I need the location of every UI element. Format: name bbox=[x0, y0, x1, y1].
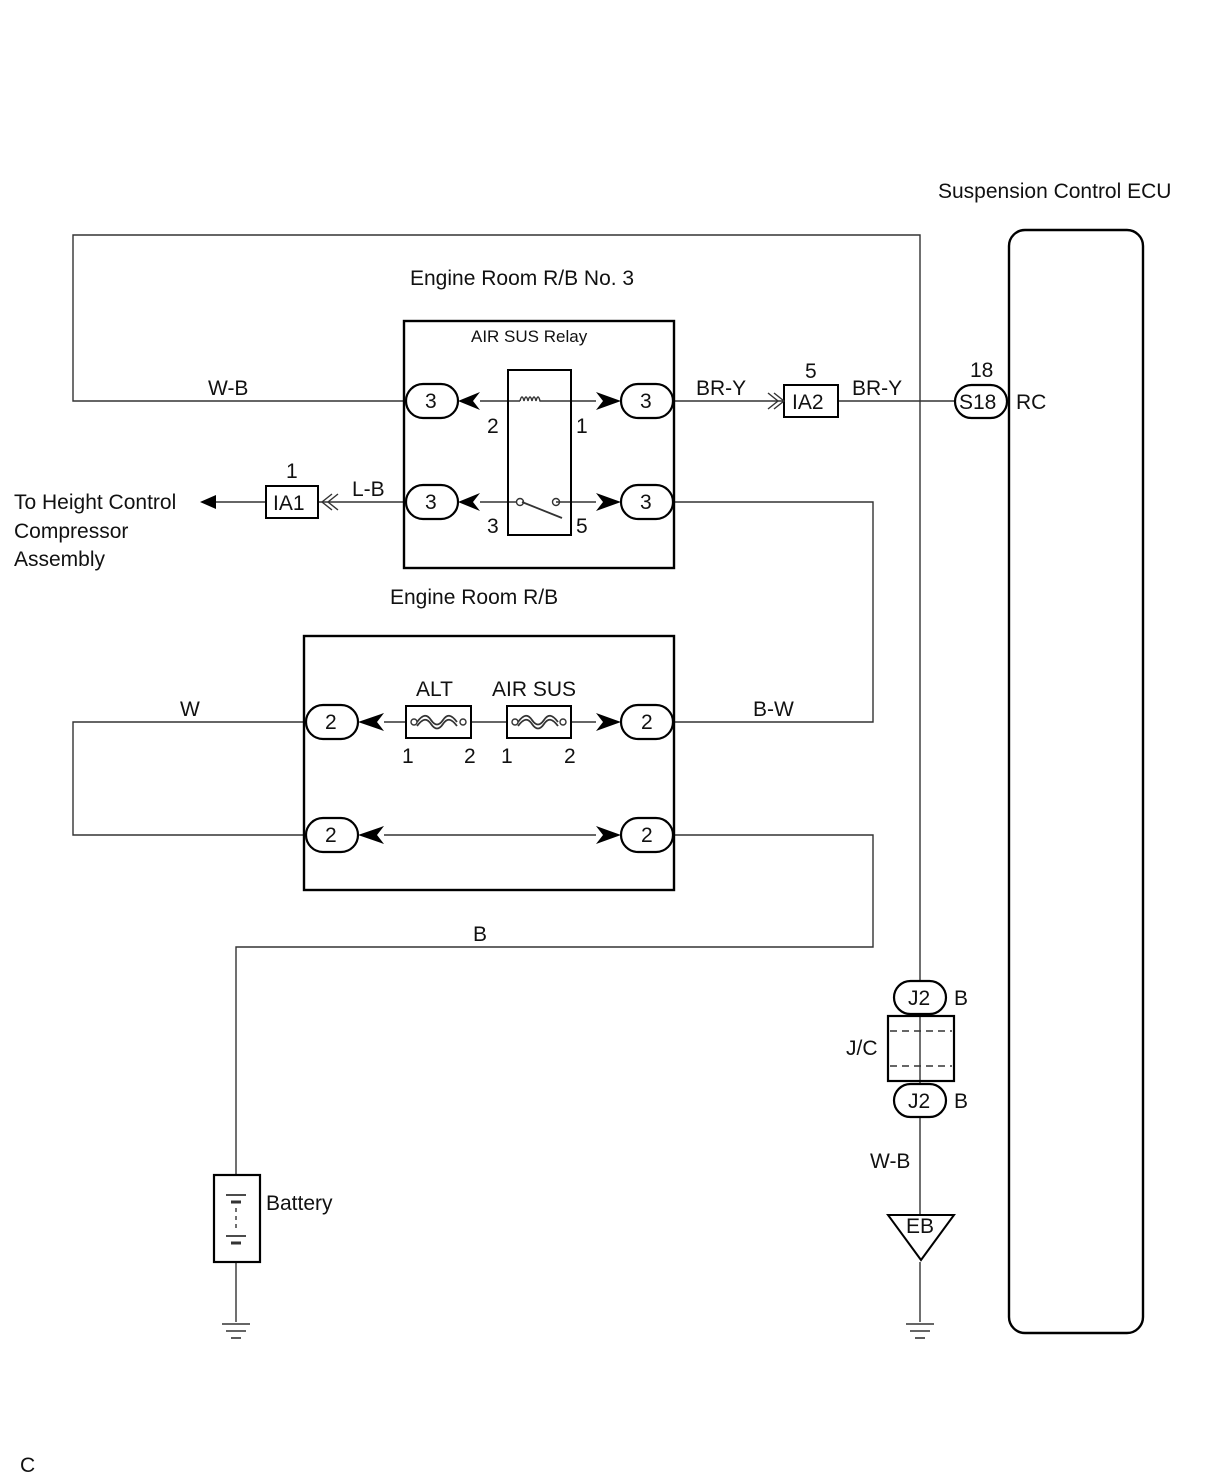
rb3-connectors: 3 3 3 3 bbox=[404, 382, 675, 521]
connector-ia1: IA1 1 bbox=[265, 460, 339, 519]
ia2-chevron-icon bbox=[767, 392, 786, 410]
wire-b bbox=[235, 834, 874, 1175]
engine-room-rb: Engine Room R/B ALT 1 2 AIR SUS 1 2 bbox=[302, 586, 676, 892]
svg-text:3: 3 bbox=[640, 491, 652, 514]
relay-body bbox=[507, 369, 572, 536]
height-label-2: Compressor bbox=[14, 520, 128, 543]
air-sus-fuse: AIR SUS 1 2 bbox=[492, 678, 576, 768]
wire-label-bw: B-W bbox=[753, 698, 794, 721]
ia2-pin: 5 bbox=[805, 360, 817, 383]
eb-label: EB bbox=[906, 1215, 934, 1238]
relay-pin-5: 5 bbox=[576, 515, 588, 538]
relay-pin-3: 3 bbox=[487, 515, 499, 538]
ecu-title: Suspension Control ECU bbox=[938, 180, 1171, 203]
wire-label-wb-top: W-B bbox=[208, 377, 248, 400]
svg-text:J2: J2 bbox=[908, 987, 930, 1010]
svg-text:2: 2 bbox=[641, 711, 653, 734]
ia2-label: IA2 bbox=[792, 391, 824, 414]
connector-s18: S18 18 RC bbox=[953, 359, 1046, 420]
alt-fuse: ALT 1 2 bbox=[402, 678, 476, 768]
wire-labels: W-B BR-Y BR-Y L-B W B-W B W-B bbox=[180, 377, 910, 1173]
height-label-3: Assembly bbox=[14, 548, 106, 571]
svg-text:2: 2 bbox=[325, 824, 337, 847]
ground-icon-eb bbox=[906, 1323, 934, 1339]
alt-fuse-label: ALT bbox=[416, 678, 453, 701]
ground-icon-battery bbox=[222, 1323, 250, 1339]
s18-pin: 18 bbox=[970, 359, 993, 382]
relay-pin-1: 1 bbox=[576, 415, 588, 438]
s18-label: S18 bbox=[959, 391, 996, 414]
svg-text:1: 1 bbox=[402, 745, 414, 768]
rb-box bbox=[302, 634, 676, 892]
svg-text:2: 2 bbox=[564, 745, 576, 768]
wire-label-bry-right: BR-Y bbox=[852, 377, 902, 400]
rb3-connector-upper-right: 3 bbox=[596, 382, 675, 420]
rb-connectors: 2 2 2 2 bbox=[304, 703, 675, 854]
rb-connector-lower-left: 2 bbox=[304, 816, 384, 854]
svg-text:2: 2 bbox=[641, 824, 653, 847]
svg-text:B: B bbox=[954, 1090, 968, 1113]
battery: Battery bbox=[212, 1173, 333, 1264]
rb3-connector-lower-right: 3 bbox=[596, 483, 675, 521]
relay-coil-icon bbox=[519, 396, 548, 402]
arrow-left-icon bbox=[200, 495, 216, 509]
rb3-title: Engine Room R/B No. 3 bbox=[410, 267, 634, 290]
wire-bw bbox=[674, 501, 874, 723]
svg-text:3: 3 bbox=[425, 390, 437, 413]
corner-mark: C bbox=[20, 1454, 35, 1477]
s18-terminal: RC bbox=[1016, 391, 1046, 414]
battery-body bbox=[212, 1173, 262, 1264]
jc-label: J/C bbox=[846, 1037, 878, 1060]
svg-text:1: 1 bbox=[501, 745, 513, 768]
rb-title: Engine Room R/B bbox=[390, 586, 558, 609]
wire-label-bry-left: BR-Y bbox=[696, 377, 746, 400]
relay-title: AIR SUS Relay bbox=[471, 327, 588, 346]
battery-label: Battery bbox=[266, 1192, 333, 1215]
wire-label-b: B bbox=[473, 923, 487, 946]
rb-connector-upper-right: 2 bbox=[596, 703, 675, 741]
ecu-body bbox=[1007, 228, 1145, 1335]
wire-label-wb-bottom: W-B bbox=[870, 1150, 910, 1173]
wire-wb-top bbox=[72, 234, 921, 985]
ia1-label: IA1 bbox=[273, 492, 305, 515]
rb-connector-lower-right: 2 bbox=[596, 816, 675, 854]
svg-text:B: B bbox=[954, 987, 968, 1010]
relay-pin-2: 2 bbox=[487, 415, 499, 438]
svg-text:2: 2 bbox=[325, 711, 337, 734]
engine-room-rb-no3: Engine Room R/B No. 3 AIR SUS Relay 2 1 … bbox=[402, 267, 676, 570]
wire-label-lb: L-B bbox=[352, 478, 385, 501]
relay-switch-blade bbox=[521, 501, 563, 519]
wire-w bbox=[72, 721, 304, 836]
rb3-connector-lower-left: 3 bbox=[404, 483, 480, 521]
connector-ia2: IA2 5 bbox=[767, 360, 839, 418]
suspension-control-ecu: Suspension Control ECU bbox=[938, 180, 1171, 1335]
jc-body bbox=[886, 1014, 956, 1083]
ia1-pin: 1 bbox=[286, 460, 298, 483]
rb-connector-upper-left: 2 bbox=[304, 703, 384, 741]
ia1-chevron-icon bbox=[320, 493, 339, 511]
j2-lower bbox=[892, 1082, 948, 1119]
rb3-connector-upper-left: 3 bbox=[404, 382, 480, 420]
junction-connector: J2 B J/C J2 B bbox=[846, 979, 968, 1119]
svg-text:3: 3 bbox=[425, 491, 437, 514]
j2-upper bbox=[892, 979, 948, 1016]
air-sus-fuse-label: AIR SUS bbox=[492, 678, 576, 701]
svg-text:J2: J2 bbox=[908, 1090, 930, 1113]
height-label-1: To Height Control bbox=[14, 491, 176, 514]
wire-label-w: W bbox=[180, 698, 200, 721]
rb3-box bbox=[402, 319, 676, 570]
svg-text:3: 3 bbox=[640, 390, 652, 413]
height-control-callout: To Height Control Compressor Assembly bbox=[14, 491, 216, 571]
eb-ground-point: EB bbox=[886, 1214, 956, 1262]
svg-text:2: 2 bbox=[464, 745, 476, 768]
relay-contact-right bbox=[551, 497, 561, 507]
